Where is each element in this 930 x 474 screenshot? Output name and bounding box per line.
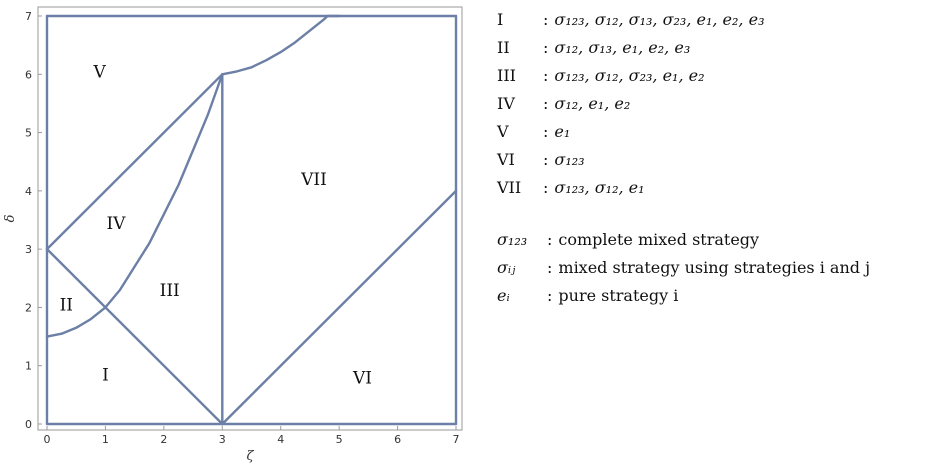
region-label-vii: VII (300, 170, 327, 190)
legend-key: I (497, 10, 504, 29)
region-label-iii: III (160, 281, 180, 301)
legend-separator: : (547, 230, 553, 249)
legend-row-region-3: III : σ₁₂₃, σ₁₂, σ₂₃, e₁, e₂ (497, 62, 927, 90)
legend-separator: : (547, 286, 553, 305)
legend-row-symbol-3: eᵢ : pure strategy i (497, 282, 927, 310)
region-legend: I : σ₁₂₃, σ₁₂, σ₁₃, σ₂₃, e₁, e₂, e₃ II :… (497, 6, 927, 202)
region-label-ii: II (60, 296, 73, 316)
legend-key: VI (497, 150, 515, 169)
legend-row-region-5: V : e₁ (497, 118, 927, 146)
region-label-v: V (92, 62, 106, 82)
legend-separator: : (543, 122, 549, 141)
legend-separator: : (543, 94, 549, 113)
x-tick-label: 2 (160, 433, 167, 446)
legend-separator: : (543, 38, 549, 57)
legend-row-region-4: IV : σ₁₂, e₁, e₂ (497, 90, 927, 118)
legend-separator: : (543, 66, 549, 85)
legend-value: σ₁₂₃, σ₁₂, σ₁₃, σ₂₃, e₁, e₂, e₃ (554, 10, 765, 29)
curve-upper (221, 14, 341, 76)
y-tick-label: 7 (25, 10, 32, 23)
symbol-value: pure strategy i (558, 286, 679, 305)
x-tick-label: 7 (453, 433, 460, 446)
legend-value: σ₁₂₃, σ₁₂, e₁ (554, 178, 645, 197)
legend-key: IV (497, 94, 515, 113)
legend-key: II (497, 38, 510, 57)
curve-lower (45, 73, 224, 338)
x-tick-label: 4 (277, 433, 284, 446)
y-tick-label: 0 (25, 418, 32, 431)
legend-separator: : (547, 258, 553, 277)
symbol-value: complete mixed strategy (558, 230, 760, 249)
symbol-key: σᵢⱼ (497, 258, 516, 277)
region-label-i: I (102, 365, 109, 385)
segment-0-3-to-3-0 (45, 247, 224, 426)
symbol-key: σ₁₂₃ (497, 230, 528, 249)
legend: I : σ₁₂₃, σ₁₂, σ₁₃, σ₂₃, e₁, e₂, e₃ II :… (497, 6, 927, 310)
legend-row-symbol-2: σᵢⱼ : mixed strategy using strategies i … (497, 254, 927, 282)
y-tick-label: 2 (25, 301, 32, 314)
legend-key: VII (497, 178, 522, 197)
y-tick-label: 3 (25, 243, 32, 256)
y-tick-label: 6 (25, 68, 32, 81)
plot-frame (37, 6, 463, 431)
legend-row-region-2: II : σ₁₂, σ₁₃, e₁, e₂, e₃ (497, 34, 927, 62)
segment-3-0-to-7-4 (221, 189, 458, 426)
y-axis-title: δ (3, 214, 18, 222)
symbol-legend: σ₁₂₃ : complete mixed strategy σᵢⱼ : mix… (497, 226, 927, 310)
x-tick-label: 3 (219, 433, 226, 446)
legend-value: σ₁₂, σ₁₃, e₁, e₂, e₃ (554, 38, 691, 57)
legend-key: III (497, 66, 516, 85)
region-label-vi: VI (352, 368, 372, 388)
legend-row-region-1: I : σ₁₂₃, σ₁₂, σ₁₃, σ₂₃, e₁, e₂, e₃ (497, 6, 927, 34)
segment-0-3-to-3-6 (45, 73, 224, 251)
symbol-value: mixed strategy using strategies i and j (558, 258, 871, 277)
region-label-iv: IV (106, 214, 126, 234)
legend-separator: : (543, 10, 549, 29)
legend-value: σ₁₂, e₁, e₂ (554, 94, 631, 113)
legend-value: e₁ (554, 122, 571, 141)
y-tick-label: 1 (25, 360, 32, 373)
y-tick-label: 5 (25, 127, 32, 140)
symbol-key: eᵢ (497, 286, 510, 305)
legend-separator: : (543, 178, 549, 197)
x-tick-label: 1 (102, 433, 109, 446)
legend-separator: : (543, 150, 549, 169)
legend-row-region-6: VI : σ₁₂₃ (497, 146, 927, 174)
legend-key: V (497, 122, 509, 141)
legend-value: σ₁₂₃ (554, 150, 585, 169)
legend-row-symbol-1: σ₁₂₃ : complete mixed strategy (497, 226, 927, 254)
x-tick-label: 0 (44, 433, 51, 446)
x-tick-label: 6 (394, 433, 401, 446)
y-tick-label: 4 (25, 185, 32, 198)
legend-value: σ₁₂₃, σ₁₂, σ₂₃, e₁, e₂ (554, 66, 705, 85)
x-tick-label: 5 (336, 433, 343, 446)
x-axis-title: ζ (246, 449, 254, 464)
legend-row-region-7: VII : σ₁₂₃, σ₁₂, e₁ (497, 174, 927, 202)
